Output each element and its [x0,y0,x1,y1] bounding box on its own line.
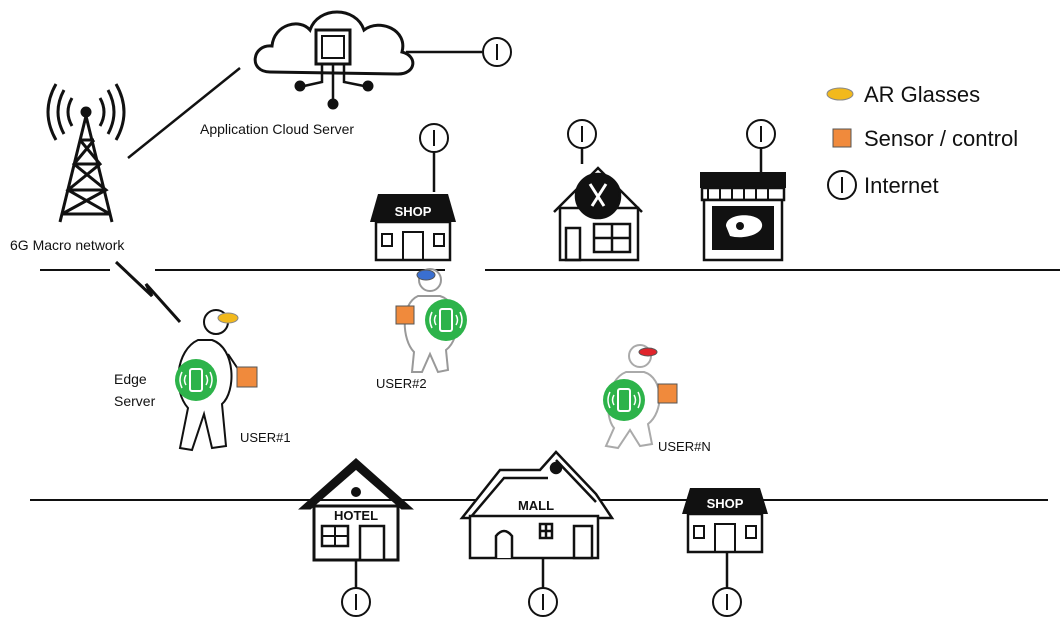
legend-internet-icon [827,170,857,200]
hotel-icon: HOTEL [298,457,414,562]
antenna-tower-icon [46,83,126,223]
shop-icon: SHOP [682,488,768,554]
legend-internet-label: Internet [864,173,939,198]
internet-icon [419,123,449,153]
restaurant-icon [553,166,643,262]
smartphone-icon [174,358,218,402]
sensor-icon [236,366,258,388]
internet-icon [712,587,742,617]
internet-icon [341,587,371,617]
hotel-sign: HOTEL [334,508,378,523]
mall-sign: MALL [518,498,554,513]
userN-label: USER#N [658,439,711,454]
lightning-icon [114,260,182,324]
tower-cloud-link [127,67,241,159]
butcher-icon [700,172,786,262]
smartphone-icon [424,298,468,342]
edge-server-label-line2: Server [114,393,156,409]
legend-sensor-icon [832,128,852,148]
edge-server-label-line1: Edge [114,371,147,387]
internet-icon [746,119,776,149]
smartphone-icon [602,378,646,422]
legend-sensor-label: Sensor / control [864,126,1018,151]
legend-ar-glasses-label: AR Glasses [864,82,980,107]
mall-icon: MALL [459,450,615,560]
cloud-chip-icon [253,10,415,110]
ar-glasses-red [638,347,658,357]
internet-icon [528,587,558,617]
sensor-icon [395,305,415,325]
shop-sign-upper: SHOP [395,204,432,219]
cloud-server-label: Application Cloud Server [200,121,354,137]
internet-icon [482,37,512,67]
user1-label: USER#1 [240,430,291,445]
ar-glasses-yellow [217,312,239,324]
shop-sign-lower: SHOP [707,496,744,511]
shop-icon: SHOP [370,194,456,262]
macro-network-label: 6G Macro network [10,237,125,253]
user2-label: USER#2 [376,376,427,391]
ar-glasses-blue [416,269,436,281]
internet-icon [567,119,597,149]
sensor-icon [657,383,678,404]
legend-ar-glasses-icon [826,87,854,101]
